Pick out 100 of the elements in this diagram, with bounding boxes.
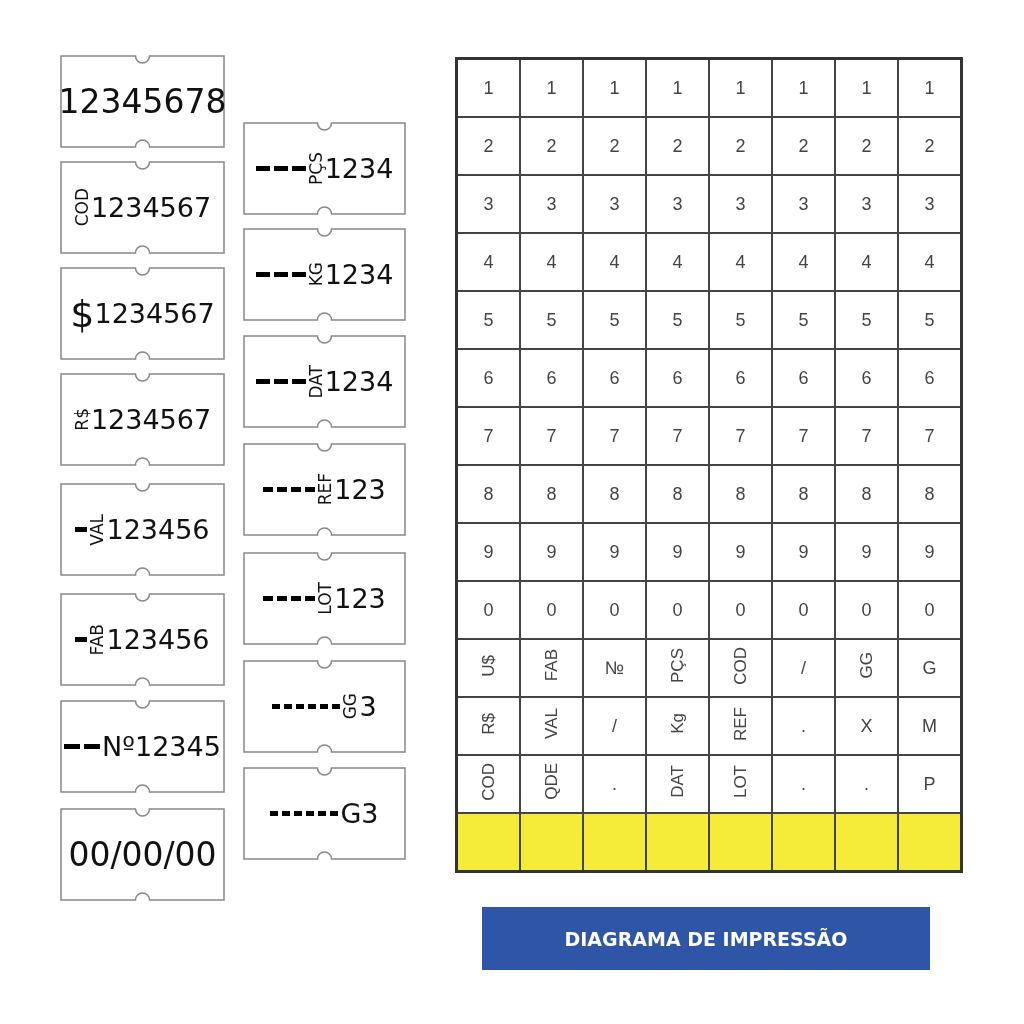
table-cell: 8 [456, 465, 520, 523]
label-prefix: GG [342, 693, 360, 720]
label-number: 1234567 [94, 298, 215, 329]
table-cell: 9 [772, 523, 835, 581]
table-cell: GG [835, 639, 898, 697]
table-cell: 7 [835, 407, 898, 465]
table-cell: 0 [646, 581, 709, 639]
table-cell: FAB [520, 639, 583, 697]
table-cell: 6 [709, 349, 772, 407]
table-cell: 9 [456, 523, 520, 581]
table-cell: 5 [646, 291, 709, 349]
table-cell: Kg [646, 697, 709, 755]
table-cell: 1 [772, 58, 835, 117]
label-prefix: R$ [73, 408, 91, 431]
price-label [243, 443, 406, 536]
label-prefix: REF [317, 473, 335, 506]
price-label [60, 55, 225, 148]
table-cell: 9 [583, 523, 646, 581]
table-cell: 3 [772, 175, 835, 233]
table-cell: 1 [646, 58, 709, 117]
table-cell: 8 [835, 465, 898, 523]
table-cell: 0 [520, 581, 583, 639]
label-prefix: LOT [317, 582, 335, 615]
table-cell: 7 [709, 407, 772, 465]
table-cell: 2 [646, 117, 709, 175]
table-cell: 2 [772, 117, 835, 175]
table-cell: 0 [835, 581, 898, 639]
label-number: 3 [359, 691, 377, 722]
table-cell: 1 [456, 58, 520, 117]
currency-sign: $ [70, 293, 95, 334]
table-cell: 7 [772, 407, 835, 465]
table-cell: 6 [772, 349, 835, 407]
label-prefix: PÇS [307, 152, 325, 185]
table-cell: R$ [456, 697, 520, 755]
label-number: 123456 [106, 624, 210, 655]
label-number: 12345678 [58, 86, 227, 117]
price-label [243, 767, 406, 860]
label-number: 1234 [324, 259, 394, 290]
table-cell: COD [709, 639, 772, 697]
table-cell: 2 [709, 117, 772, 175]
table-cell: 1 [583, 58, 646, 117]
table-cell: 0 [772, 581, 835, 639]
price-label [243, 660, 406, 753]
table-cell: / [772, 639, 835, 697]
table-cell: 9 [709, 523, 772, 581]
table-cell: 0 [456, 581, 520, 639]
table-cell: 1 [709, 58, 772, 117]
table-cell: 8 [520, 465, 583, 523]
table-cell: 2 [520, 117, 583, 175]
table-cell: 4 [646, 233, 709, 291]
table-cell: 5 [709, 291, 772, 349]
table-cell: 0 [583, 581, 646, 639]
table-cell: 5 [835, 291, 898, 349]
table-cell: 2 [583, 117, 646, 175]
table-cell: 5 [583, 291, 646, 349]
table-cell: 2 [835, 117, 898, 175]
table-cell: 4 [520, 233, 583, 291]
table-cell: 2 [456, 117, 520, 175]
table-cell: 5 [520, 291, 583, 349]
label-number: 123 [334, 474, 386, 505]
label-number: Nº12345 [102, 731, 221, 762]
table-cell: 9 [520, 523, 583, 581]
table-cell: VAL [520, 697, 583, 755]
price-label [60, 483, 225, 576]
label-number: 1234567 [90, 192, 212, 223]
table-cell: 4 [709, 233, 772, 291]
label-prefix: KG [307, 262, 325, 287]
table-cell: 4 [583, 233, 646, 291]
table-cell: 3 [456, 175, 520, 233]
price-label [243, 552, 406, 645]
price-label [60, 593, 225, 686]
table-cell: 0 [709, 581, 772, 639]
price-label [60, 267, 225, 360]
table-cell: 8 [772, 465, 835, 523]
table-cell: 3 [520, 175, 583, 233]
table-cell: . [772, 697, 835, 755]
table-cell: 6 [456, 349, 520, 407]
table-cell: 4 [835, 233, 898, 291]
table-cell: 8 [646, 465, 709, 523]
table-cell: X [835, 697, 898, 755]
table-cell: 9 [835, 523, 898, 581]
table-cell: 4 [456, 233, 520, 291]
table-cell: / [583, 697, 646, 755]
price-label [60, 700, 225, 793]
table-cell: 9 [646, 523, 709, 581]
table-cell: 8 [709, 465, 772, 523]
label-number: 00/00/00 [68, 839, 217, 870]
price-label [243, 122, 406, 215]
label-prefix: DAT [307, 364, 325, 399]
label-prefix: VAL [89, 513, 107, 546]
table-cell: PÇS [646, 639, 709, 697]
table-cell: 1 [520, 58, 583, 117]
price-label [60, 373, 225, 466]
table-cell: U$ [456, 639, 520, 697]
table-cell: 3 [835, 175, 898, 233]
price-label [243, 335, 406, 428]
table-cell: 7 [646, 407, 709, 465]
table-cell: 6 [520, 349, 583, 407]
label-number: 1234 [324, 366, 394, 397]
title-banner: DIAGRAMA DE IMPRESSÃO [482, 907, 930, 970]
